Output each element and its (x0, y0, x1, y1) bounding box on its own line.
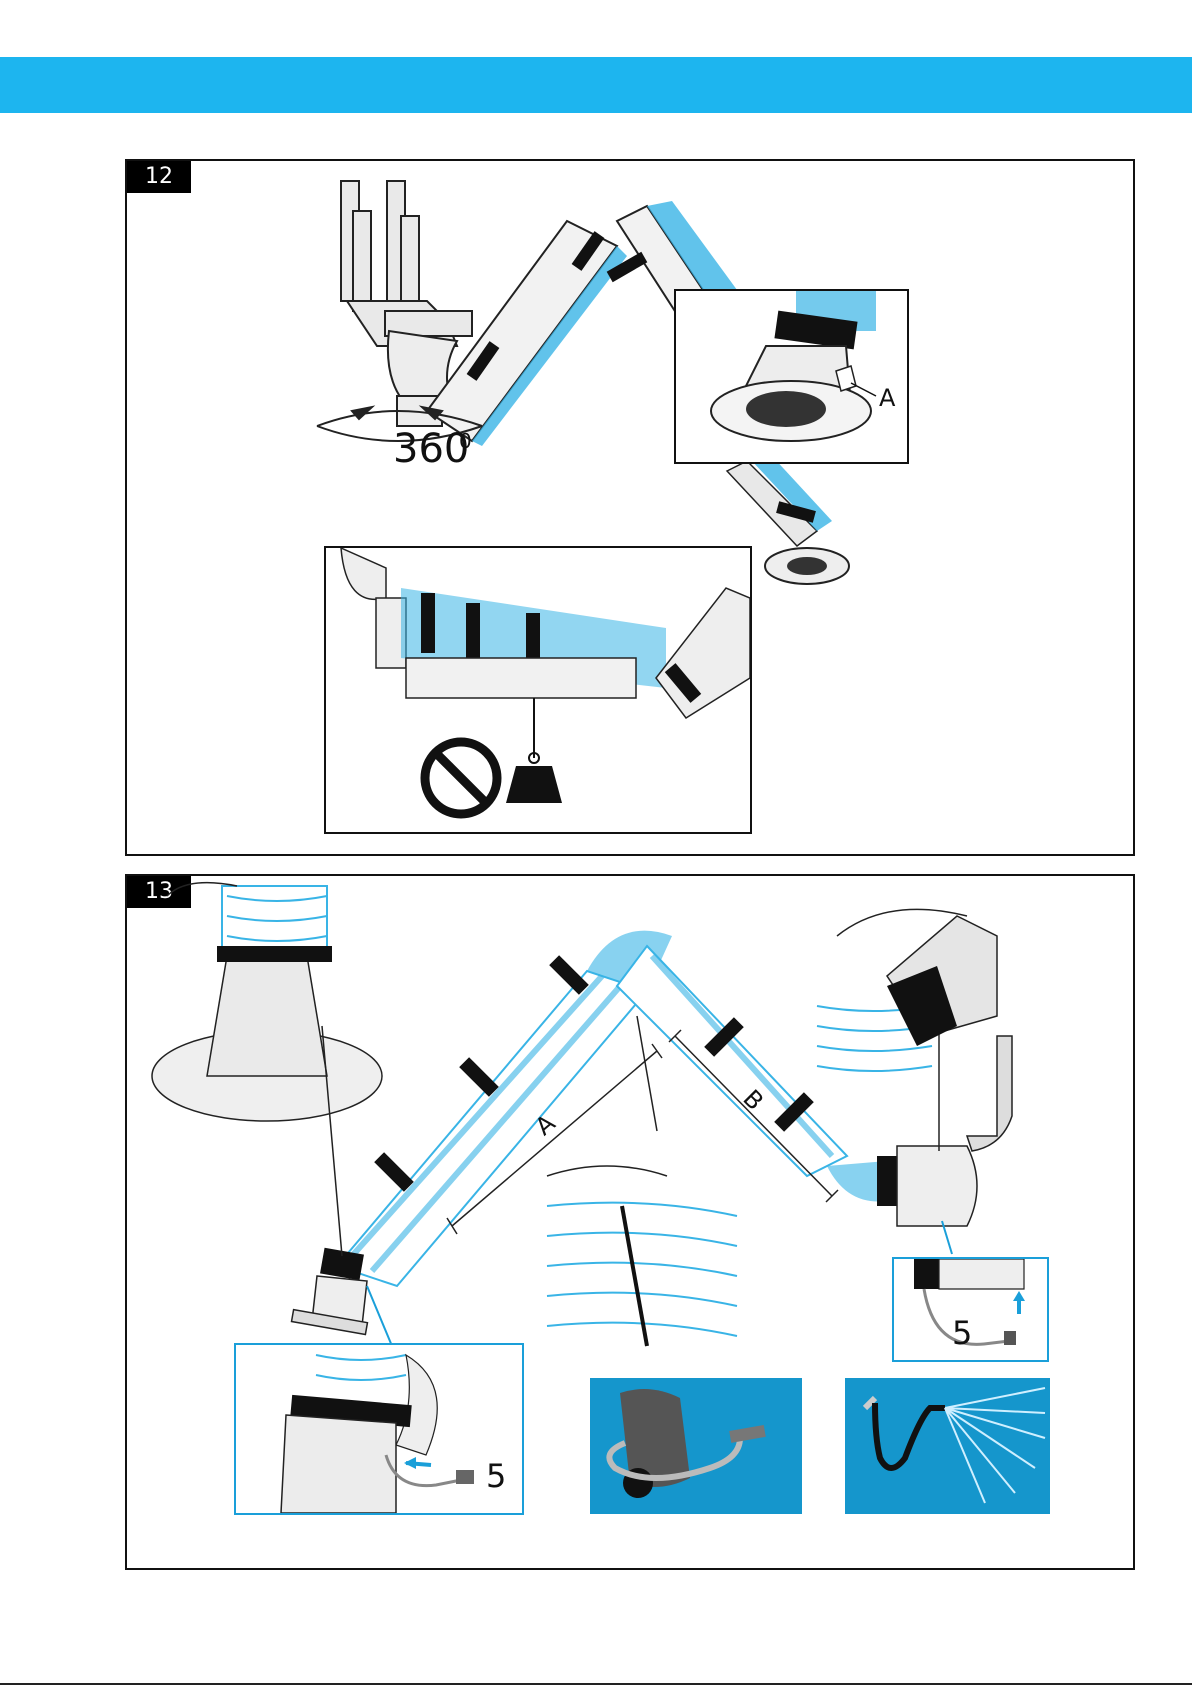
rotation-degree-mark: 0 (459, 429, 472, 453)
no-weight-drawing (326, 548, 750, 832)
hood-detail-inset: A (674, 289, 909, 464)
no-weight-inset (324, 546, 752, 834)
rotation-angle-value: 360 (393, 426, 469, 472)
callout-right-5: 5 (952, 1314, 972, 1352)
right-connector-detail-inset: 5 (892, 1257, 1049, 1362)
hood-detail-drawing (676, 291, 907, 462)
weight-icon (506, 766, 562, 803)
callout-a-label: A (879, 384, 895, 412)
vacuum-cleaning-panel (590, 1378, 802, 1514)
figure-13-panel: 13 (125, 874, 1135, 1570)
left-connector-detail-inset: 5 (234, 1343, 524, 1515)
header-band (0, 57, 1192, 113)
figure-12-panel: 12 (125, 159, 1135, 856)
vacuum-cleaner-icon (590, 1378, 802, 1514)
water-spray-icon (845, 1378, 1050, 1514)
water-cleaning-panel (845, 1378, 1050, 1514)
left-connector-drawing (236, 1345, 522, 1513)
callout-left-5: 5 (486, 1457, 506, 1495)
